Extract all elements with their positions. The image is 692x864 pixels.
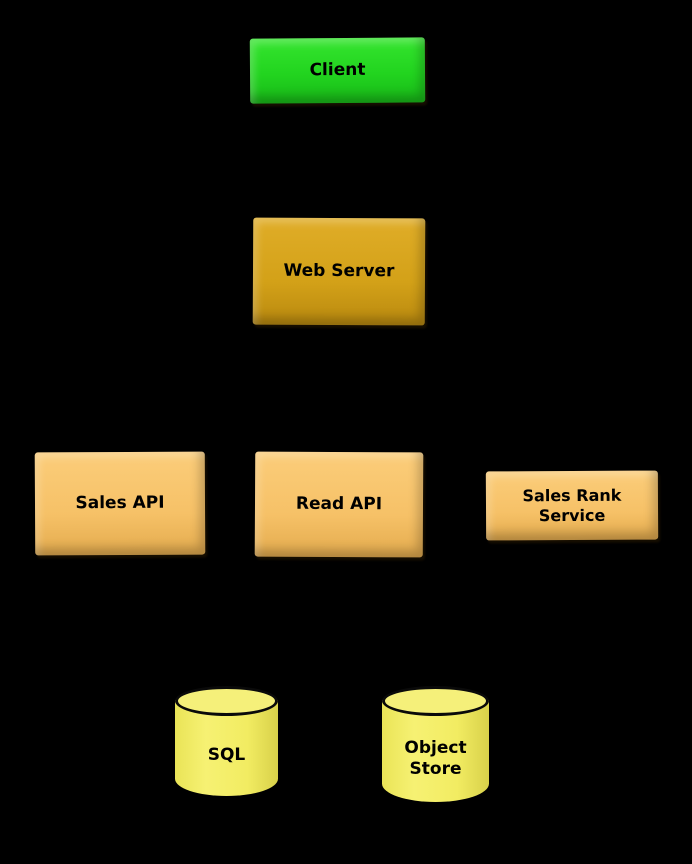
node-sql-label: SQL [207, 745, 246, 766]
node-client: Client [249, 37, 426, 104]
node-sales-rank-service-label: Sales Rank Service [522, 485, 622, 525]
node-read-api-label: Read API [295, 493, 383, 515]
node-object-store-label: Object Store [404, 737, 467, 779]
cylinder-top-ellipse [382, 686, 489, 716]
cylinder-body [175, 700, 278, 796]
node-web-server-label: Web Server [283, 260, 395, 282]
node-read-api: Read API [254, 451, 424, 558]
node-sales-rank-service: Sales Rank Service [485, 470, 659, 541]
node-client-label: Client [309, 59, 366, 81]
node-sales-api-label: Sales API [75, 492, 165, 514]
node-sql-database: SQL [175, 686, 278, 796]
node-object-store-database: Object Store [382, 686, 489, 802]
node-sales-api: Sales API [34, 451, 206, 556]
cylinder-top-ellipse [175, 686, 278, 716]
node-web-server: Web Server [252, 217, 426, 326]
cylinder-body [382, 700, 489, 802]
